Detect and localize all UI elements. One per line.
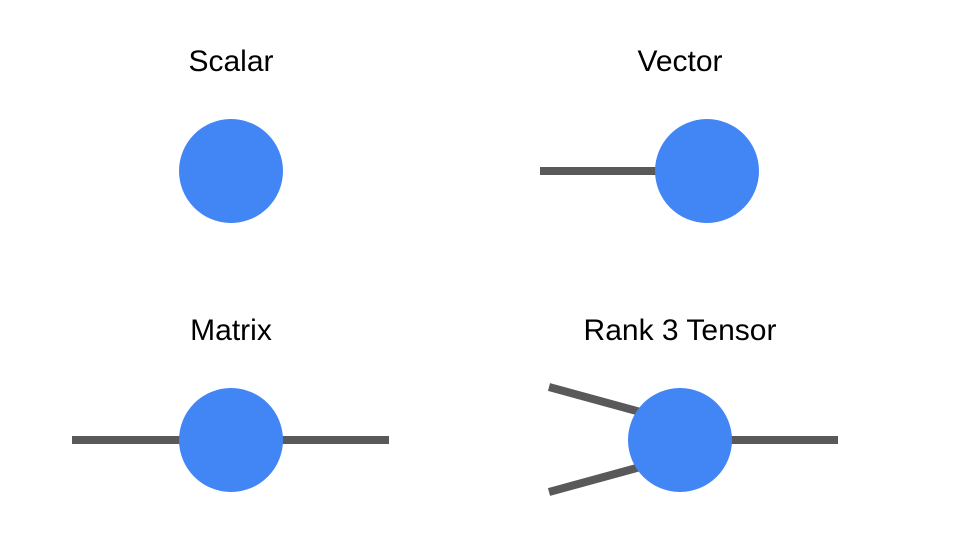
rank3-node — [628, 388, 732, 492]
rank3-tensor-panel: Rank 3 Tensor — [547, 314, 838, 496]
scalar-title: Scalar — [188, 45, 273, 78]
matrix-panel: Matrix — [72, 314, 389, 492]
matrix-node — [179, 388, 283, 492]
matrix-title: Matrix — [190, 314, 272, 347]
vector-title: Vector — [637, 45, 722, 78]
vector-node — [655, 119, 759, 223]
rank3-lower-edge — [547, 462, 646, 496]
rank3-tensor-title: Rank 3 Tensor — [584, 314, 777, 347]
rank3-upper-edge — [547, 383, 646, 417]
scalar-panel: Scalar — [179, 45, 283, 223]
scalar-node — [179, 119, 283, 223]
vector-panel: Vector — [540, 45, 759, 223]
